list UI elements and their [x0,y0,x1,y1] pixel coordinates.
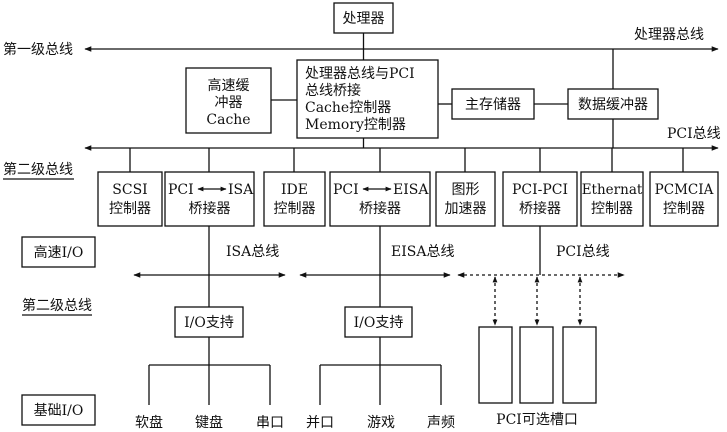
io-support-label-2: I/O支持 [354,315,404,331]
game-label: 游戏 [367,415,395,431]
audio-label: 声频 [427,415,455,431]
pci-eisa-eisa-text: EISA [393,182,429,198]
pcmcia-controller-box [649,171,719,227]
bridge-line-4: Memory控制器 [305,117,406,133]
main-memory-box [451,88,535,120]
pci-slot-2 [519,326,554,404]
bridge-line-3: Cache控制器 [305,100,391,116]
pcmcia-line-1: PCMCIA [655,182,714,198]
scsi-line-1: SCSI [112,182,147,198]
pci-bridge-controller-box [296,59,439,139]
ethernet-controller-box [580,171,644,227]
high-speed-io-box [21,236,96,268]
graphics-accelerator-box [435,171,496,227]
pci-isa-pci-text: PCI [168,182,194,198]
graphics-line-2: 加速器 [445,201,487,217]
scsi-controller-box [97,171,163,227]
keyboard-label: 键盘 [195,414,223,431]
high-speed-io-label: 高速I/O [34,244,84,261]
bridge-line-2: 总线桥接 [305,82,361,99]
pci-pci-bridge-box [502,171,578,227]
pcmcia-line-2: 控制器 [663,201,705,217]
graphics-line-1: 图形 [452,182,480,198]
cache-box [185,67,272,134]
pci-bus-2-label: PCI总线 [556,244,610,260]
basic-io-box [21,394,96,426]
pci-isa-bridge-box [164,171,255,227]
io-support-label-1: I/O支持 [184,315,234,331]
bridge-line-1: 处理器总线与PCI [305,66,415,82]
processor-label: 处理器 [343,11,385,27]
level2-bus-label-b: 第二级总线 [22,297,92,314]
pci-isa-line-2: 桥接器 [189,200,231,217]
pci-pci-line-1: PCI-PCI [512,182,568,198]
data-buffer-label: 数据缓冲器 [578,97,648,113]
cache-line-3: Cache [206,112,250,128]
floppy-label: 软盘 [135,414,163,431]
ide-line-1: IDE [281,182,308,198]
level1-bus-label: 第一级总线 [3,41,73,58]
data-buffer-box [567,88,659,120]
pci-eisa-line-2: 桥接器 [359,200,401,217]
pci-isa-isa-text: ISA [228,182,254,198]
basic-io-label: 基础I/O [34,402,84,419]
main-memory-label: 主存储器 [465,97,521,113]
cache-line-2: 冲器 [215,95,243,111]
pci-eisa-pci-text: PCI [333,182,359,198]
cache-line-1: 高速缓 [208,77,250,94]
level2-bus-label-a: 第二级总线 [3,161,73,178]
ethernet-line-2: 控制器 [591,201,633,217]
parallel-label: 并口 [306,415,334,431]
pci-pci-line-2: 桥接器 [519,200,561,217]
scsi-line-2: 控制器 [109,201,151,217]
pci-slots-label: PCI可选槽口 [496,412,578,428]
ide-line-2: 控制器 [274,201,316,217]
io-support-box-2 [344,306,413,338]
ethernet-line-1: Ethernat [582,182,643,198]
isa-bus-label: ISA总线 [226,244,279,260]
eisa-bus-label: EISA总线 [391,244,454,260]
processor-box [333,2,394,34]
processor-bus-label: 处理器总线 [634,27,704,43]
serial-label: 串口 [256,415,284,431]
pci-slot-1 [478,326,513,404]
pci-eisa-bridge-box [329,171,431,227]
pci-slot-3 [562,326,597,404]
pci-bus-label: PCI总线 [667,126,721,142]
ide-controller-box [263,171,326,227]
